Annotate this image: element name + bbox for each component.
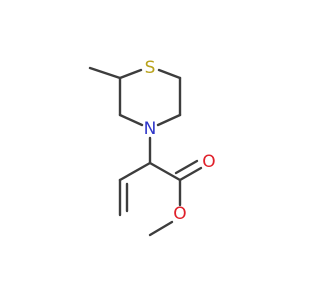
sulfur-atom-label: S [145, 58, 156, 78]
ester-oxygen-atom-label: O [173, 204, 186, 224]
bond-carbonyl-o-2 [174, 159, 199, 175]
bond-carbonyl-o-1 [178, 166, 203, 182]
nitrogen-atom-label: N [144, 119, 157, 139]
bond-n-c3 [118, 113, 144, 127]
bond-calpha-vinyl-ch [118, 161, 152, 182]
bond-c2-s [118, 68, 143, 80]
bond-methyl-c2 [88, 66, 122, 80]
chemical-structure: S N O O [88, 58, 216, 237]
carbonyl-oxygen-atom-label: O [202, 152, 215, 172]
bond-calpha-carbonyl [148, 161, 182, 182]
side-chain [118, 136, 203, 237]
bond-s-c6 [157, 68, 182, 80]
thiomorpholine-ring [88, 66, 182, 127]
atom-labels: S N O O [144, 58, 216, 224]
bond-c5-n [156, 113, 182, 127]
bond-ester-o-methyl [148, 220, 174, 237]
